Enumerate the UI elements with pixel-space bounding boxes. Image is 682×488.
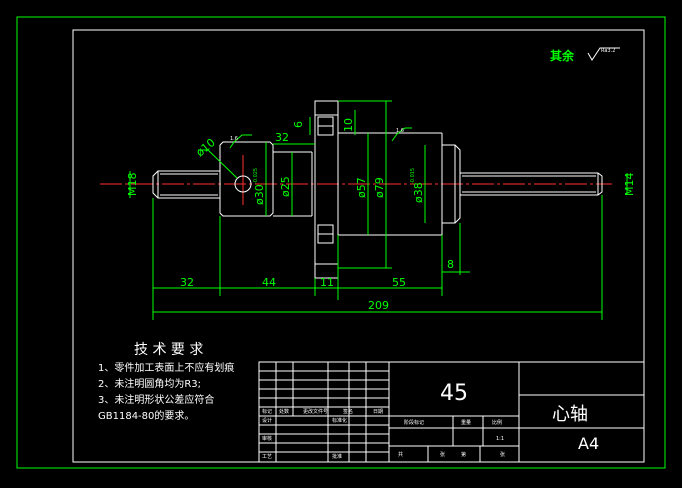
tb-sheet-size: A4 bbox=[578, 434, 599, 453]
tech-req-item-3: 3、未注明形状公差应符合 bbox=[98, 393, 214, 406]
tb-label-8: 工艺 bbox=[262, 454, 272, 460]
tb-label-5: 设计 bbox=[262, 417, 272, 424]
tb-mid-3: 共 bbox=[398, 451, 403, 458]
tb-mid-2: 比例 bbox=[492, 419, 502, 426]
tech-req-item-2: 2、未注明圆角均为R3; bbox=[98, 377, 201, 390]
surface-note-label: 其余 bbox=[550, 48, 575, 63]
dim-6: 6 bbox=[292, 121, 305, 128]
tech-req-heading: 技 术 要 求 bbox=[134, 342, 203, 358]
tb-label-6: 标准化 bbox=[332, 417, 347, 424]
tb-material: 45 bbox=[440, 381, 468, 406]
shaft-body bbox=[152, 100, 603, 279]
dim-32-left: 32 bbox=[180, 276, 194, 289]
tb-label-4: 日期 bbox=[373, 409, 383, 415]
tech-req-item-4: GB1184-80的要求。 bbox=[98, 409, 194, 422]
dim-thread-m18: M18 bbox=[126, 173, 139, 197]
tb-label-0: 标记 bbox=[262, 408, 272, 415]
roughness-value-1: 1.6 bbox=[230, 136, 238, 142]
dim-44: 44 bbox=[262, 276, 276, 289]
dim-dia-38-tol: -0.015 bbox=[410, 168, 416, 184]
tb-label-2: 更改文件号 bbox=[303, 408, 328, 415]
tb-mid-0: 阶段标记 bbox=[404, 419, 424, 426]
roughness-value-2: 1.6 bbox=[396, 128, 404, 134]
dim-thread-m14: M14 bbox=[623, 173, 636, 197]
dim-11: 11 bbox=[320, 276, 334, 289]
dim-dia-38: ø38 bbox=[412, 182, 425, 203]
tb-label-9: 批准 bbox=[332, 453, 342, 460]
dimension-lines bbox=[129, 100, 628, 320]
tech-req-item-1: 1、零件加工表面上不应有划痕 bbox=[98, 361, 234, 374]
dim-55: 55 bbox=[392, 276, 406, 289]
dim-dia-30: ø30 bbox=[253, 184, 266, 205]
dim-209: 209 bbox=[368, 299, 389, 312]
tb-mid-6: 张 bbox=[500, 451, 505, 458]
dim-dia-30-tol: -0.025 bbox=[253, 168, 259, 184]
dim-dia-25: ø25 bbox=[279, 176, 292, 197]
dim-dia-57: ø57 bbox=[355, 177, 368, 198]
dim-8: 8 bbox=[447, 258, 454, 271]
dim-10: 10 bbox=[342, 118, 355, 132]
tb-mid-1: 重量 bbox=[461, 419, 471, 426]
tb-mid-5: 第 bbox=[461, 451, 466, 458]
surface-note-finish: Ra3.2 bbox=[601, 48, 615, 54]
title-block bbox=[258, 361, 645, 463]
dim-32-top: 32 bbox=[275, 131, 289, 144]
tb-mid-4: 张 bbox=[440, 451, 445, 458]
tb-label-3: 签名 bbox=[343, 408, 353, 415]
dim-dia-79: ø79 bbox=[373, 177, 386, 198]
tb-label-7: 审核 bbox=[262, 435, 272, 442]
tb-part-name: 心轴 bbox=[552, 404, 588, 425]
roughness-symbol-icon bbox=[587, 47, 620, 61]
outer-border bbox=[16, 16, 666, 469]
tb-scale: 1:1 bbox=[496, 436, 504, 442]
tb-label-1: 处数 bbox=[279, 408, 289, 415]
